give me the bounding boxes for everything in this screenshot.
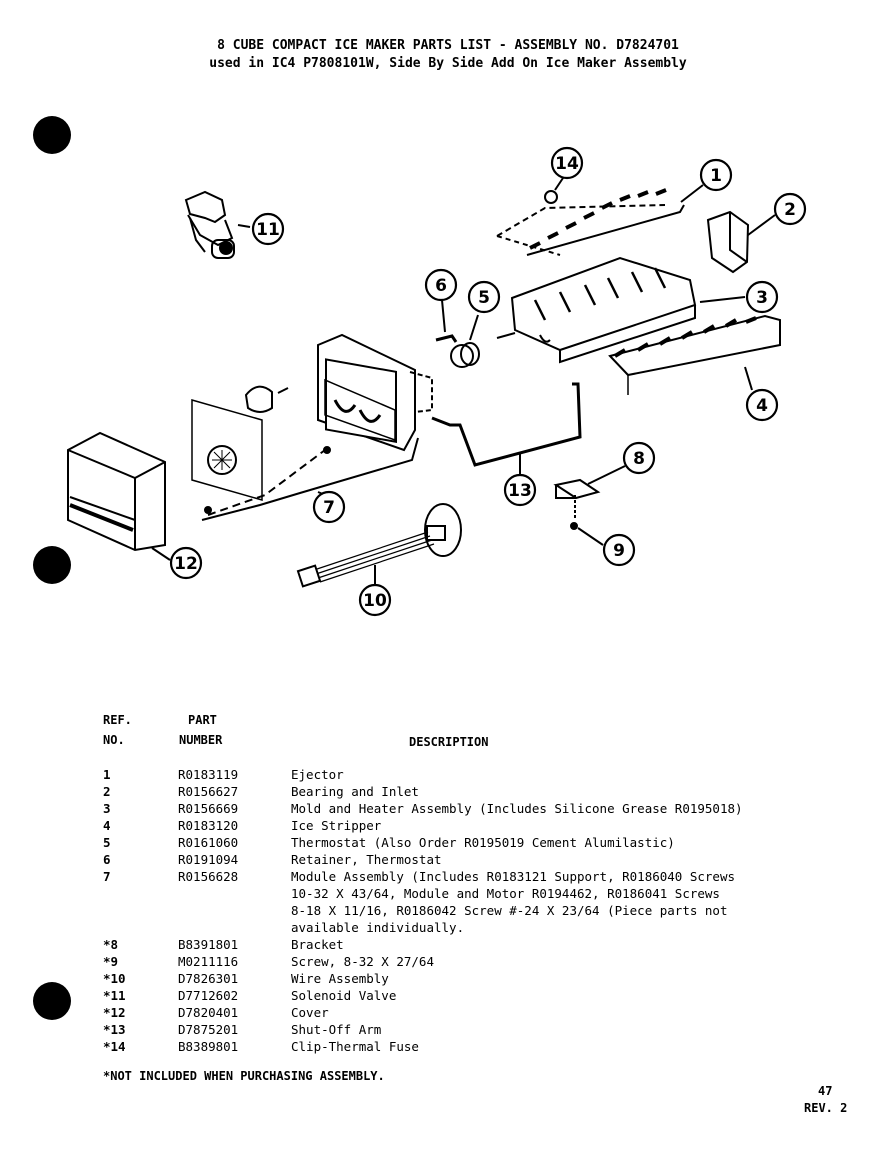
callout-6: 6 bbox=[424, 268, 458, 302]
ref-no: 2 bbox=[103, 784, 111, 799]
callout-5: 5 bbox=[467, 280, 501, 314]
part-number: M0211116 bbox=[178, 954, 239, 969]
ref-no: *14 bbox=[103, 1039, 126, 1054]
svg-text:7: 7 bbox=[323, 498, 335, 518]
exploded-parts-diagram: 14 1 2 11 6 5 3 4 8 13 7 9 12 10 bbox=[67, 146, 807, 617]
part-number: D7875201 bbox=[178, 1022, 239, 1037]
ref-no: *13 bbox=[103, 1022, 126, 1037]
svg-text:6: 6 bbox=[435, 276, 447, 296]
description: Retainer, Thermostat bbox=[291, 852, 442, 867]
thermostat-drawing bbox=[435, 299, 480, 368]
page-title: 8 CUBE COMPACT ICE MAKER PARTS LIST - AS… bbox=[217, 38, 679, 53]
description: Bracket bbox=[291, 937, 344, 952]
part-number: R0156669 bbox=[178, 801, 239, 816]
ref-no: 6 bbox=[103, 852, 111, 867]
description: Cover bbox=[291, 1005, 329, 1020]
solenoid-valve-drawing bbox=[184, 190, 251, 259]
bracket-screw-drawing bbox=[553, 465, 626, 546]
ref-no: *9 bbox=[103, 954, 119, 969]
callout-8: 8 bbox=[622, 441, 656, 475]
callout-3: 3 bbox=[745, 280, 779, 314]
description: Bearing and Inlet bbox=[291, 784, 419, 799]
bearing-and-inlet-drawing bbox=[706, 210, 776, 274]
description: Ejector bbox=[291, 767, 344, 782]
part-number: B8389801 bbox=[178, 1039, 239, 1054]
svg-text:4: 4 bbox=[756, 396, 768, 416]
part-number: B8391801 bbox=[178, 937, 239, 952]
binder-hole-middle bbox=[33, 546, 71, 584]
revision-label: REV. 2 bbox=[804, 1101, 848, 1115]
svg-text:3: 3 bbox=[756, 288, 768, 308]
header-part-line1: PART bbox=[188, 713, 217, 727]
footnote: *NOT INCLUDED WHEN PURCHASING ASSEMBLY. bbox=[103, 1069, 385, 1083]
svg-text:11: 11 bbox=[256, 220, 280, 240]
ref-no: 5 bbox=[103, 835, 111, 850]
header-ref-line2: NO. bbox=[103, 733, 125, 747]
part-number: D7826301 bbox=[178, 971, 239, 986]
shut-off-arm-drawing bbox=[431, 382, 582, 475]
ref-no: *11 bbox=[103, 988, 126, 1003]
ref-no: *10 bbox=[103, 971, 126, 986]
svg-text:5: 5 bbox=[478, 288, 490, 308]
header-part-line2: NUMBER bbox=[179, 733, 223, 747]
page-number: 47 bbox=[818, 1084, 833, 1098]
header-description: DESCRIPTION bbox=[409, 735, 489, 749]
ref-no: *8 bbox=[103, 937, 119, 952]
module-assembly-drawing bbox=[191, 333, 433, 521]
callout-12: 12 bbox=[169, 546, 203, 580]
callout-4: 4 bbox=[745, 388, 779, 422]
callout-10: 10 bbox=[358, 583, 392, 617]
mold-and-heater-drawing bbox=[496, 256, 746, 364]
callout-9: 9 bbox=[602, 533, 636, 567]
callout-7: 7 bbox=[312, 490, 346, 524]
ref-no: 3 bbox=[103, 801, 111, 816]
callout-14: 14 bbox=[550, 146, 584, 180]
description: Mold and Heater Assembly (Includes Silic… bbox=[291, 801, 743, 816]
description: Module Assembly (Includes R0183121 Suppo… bbox=[291, 869, 736, 935]
binder-hole-bottom bbox=[33, 982, 71, 1020]
svg-text:13: 13 bbox=[508, 481, 532, 501]
page-subtitle: used in IC4 P7808101W, Side By Side Add … bbox=[209, 56, 687, 71]
svg-text:12: 12 bbox=[174, 554, 198, 574]
description: Solenoid Valve bbox=[291, 988, 397, 1003]
svg-text:10: 10 bbox=[363, 591, 387, 611]
description: Thermostat (Also Order R0195019 Cement A… bbox=[291, 835, 675, 850]
svg-text:1: 1 bbox=[710, 166, 722, 186]
part-number: R0183119 bbox=[178, 767, 239, 782]
svg-text:2: 2 bbox=[784, 200, 796, 220]
ref-no: 1 bbox=[103, 767, 111, 782]
part-number: R0156627 bbox=[178, 784, 239, 799]
wire-assembly-drawing bbox=[296, 503, 462, 590]
ice-stripper-drawing bbox=[608, 314, 781, 395]
description: Shut-Off Arm bbox=[291, 1022, 382, 1037]
part-number: R0161060 bbox=[178, 835, 239, 850]
callout-1: 1 bbox=[699, 158, 733, 192]
callout-2: 2 bbox=[773, 192, 807, 226]
ref-no: 4 bbox=[103, 818, 111, 833]
part-number: D7820401 bbox=[178, 1005, 239, 1020]
part-number: R0156628 bbox=[178, 869, 239, 884]
ejector-drawing bbox=[496, 184, 704, 256]
description: Screw, 8-32 X 27/64 bbox=[291, 954, 434, 969]
description: Ice Stripper bbox=[291, 818, 382, 833]
svg-text:8: 8 bbox=[633, 449, 645, 469]
ref-no: *12 bbox=[103, 1005, 126, 1020]
svg-text:9: 9 bbox=[613, 541, 625, 561]
ref-no: 7 bbox=[103, 869, 111, 884]
callout-13: 13 bbox=[503, 473, 537, 507]
callout-11: 11 bbox=[251, 212, 285, 246]
description: Clip-Thermal Fuse bbox=[291, 1039, 419, 1054]
clip-thermal-fuse-drawing bbox=[544, 177, 564, 204]
svg-text:14: 14 bbox=[555, 154, 579, 174]
description: Wire Assembly bbox=[291, 971, 389, 986]
part-number: D7712602 bbox=[178, 988, 239, 1003]
cover-drawing bbox=[67, 431, 171, 561]
part-number: R0191094 bbox=[178, 852, 239, 867]
binder-hole-top bbox=[33, 116, 71, 154]
header-ref-line1: REF. bbox=[103, 713, 132, 727]
part-number: R0183120 bbox=[178, 818, 239, 833]
